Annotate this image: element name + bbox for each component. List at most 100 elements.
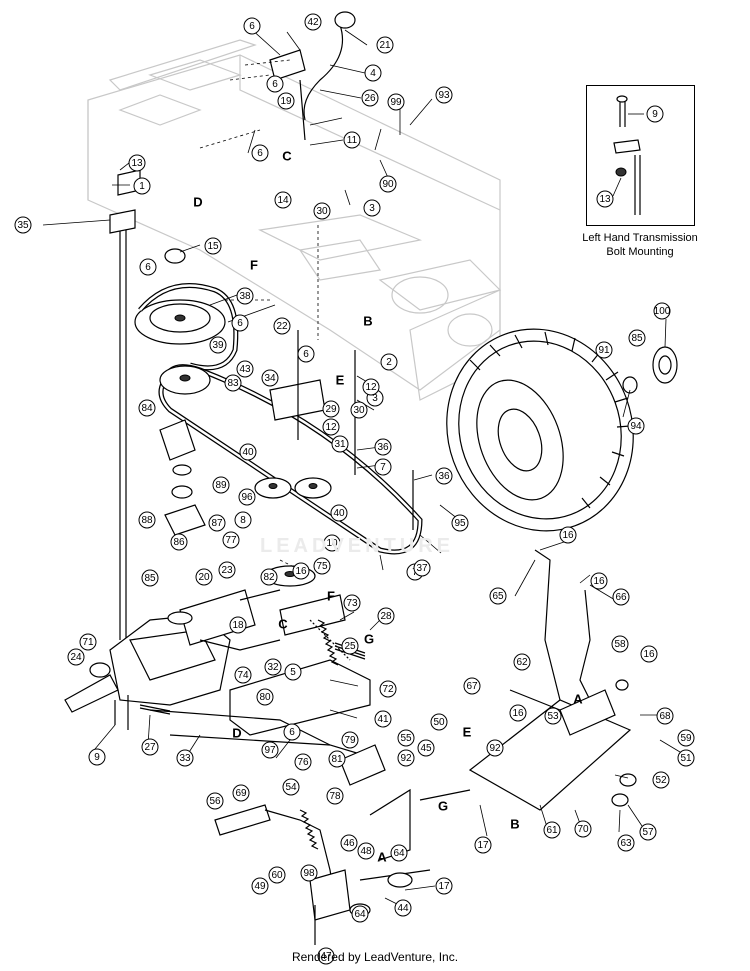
part-callout-23-label: 23 (221, 565, 233, 576)
part-callout-12: 12 (322, 418, 340, 436)
part-callout-65-label: 65 (492, 591, 504, 602)
brake-linkage (468, 549, 637, 811)
pedal-assembly (214, 744, 471, 945)
part-callout-24: 24 (67, 648, 85, 666)
part-callout-34: 34 (261, 369, 279, 387)
part-callout-54-label: 54 (285, 782, 297, 793)
part-callout-66-label: 66 (615, 592, 627, 603)
linkage-plates (149, 594, 381, 761)
part-callout-46: 46 (340, 834, 358, 852)
part-callout-79-label: 79 (344, 735, 356, 746)
part-callout-63: 63 (617, 834, 635, 852)
part-callout-6-label: 6 (289, 727, 295, 738)
part-callout-30-label: 30 (353, 405, 365, 416)
part-callout-61-label: 61 (546, 825, 558, 836)
part-callout-39: 39 (209, 336, 227, 354)
part-callout-1: 1 (133, 177, 151, 195)
part-callout-12-label: 12 (365, 382, 377, 393)
part-callout-77-label: 77 (225, 535, 237, 546)
part-callout-81-label: 81 (331, 754, 343, 765)
part-callout-45-label: 45 (420, 743, 432, 754)
part-callout-17: 17 (435, 877, 453, 895)
part-callout-98-label: 98 (303, 868, 315, 879)
part-callout-29: 29 (322, 400, 340, 418)
part-callout-74-label: 74 (237, 670, 249, 681)
part-callout-47: 47 (317, 947, 335, 965)
part-callout-50-label: 50 (433, 717, 445, 728)
part-callout-51: 51 (677, 749, 695, 767)
part-callout-36: 36 (435, 467, 453, 485)
part-callout-36-label: 36 (377, 442, 389, 453)
part-callout-85: 85 (628, 329, 646, 347)
part-callout-59-label: 59 (680, 733, 692, 744)
part-callout-57: 57 (639, 823, 657, 841)
part-callout-72: 72 (379, 680, 397, 698)
part-callout-1-label: 1 (139, 181, 145, 192)
part-callout-90-label: 90 (382, 179, 394, 190)
part-callout-64: 64 (390, 844, 408, 862)
part-callout-16-label: 16 (593, 576, 605, 587)
part-callout-92: 92 (486, 739, 504, 757)
part-callout-16-label: 16 (643, 649, 655, 660)
part-callout-3-label: 3 (369, 203, 375, 214)
part-callout-6: 6 (297, 345, 315, 363)
part-callout-14-label: 14 (277, 195, 289, 206)
part-callout-92: 92 (397, 749, 415, 767)
part-callout-95: 95 (451, 514, 469, 532)
part-callout-10: 10 (323, 534, 341, 552)
part-callout-5-label: 5 (290, 667, 296, 678)
part-callout-99-label: 99 (390, 97, 402, 108)
part-callout-19: 19 (277, 92, 295, 110)
part-callout-88: 88 (138, 511, 156, 529)
part-callout-86-label: 86 (173, 537, 185, 548)
inset-callout-9-label: 9 (652, 109, 658, 120)
transaxle (64, 565, 316, 730)
part-callout-85-label: 85 (631, 333, 643, 344)
part-callout-33-label: 33 (179, 753, 191, 764)
part-callout-67: 67 (463, 677, 481, 695)
part-callout-13: 13 (128, 154, 146, 172)
reference-letter-d: D (193, 195, 202, 210)
part-callout-93-label: 93 (438, 90, 450, 101)
part-callout-6: 6 (139, 258, 157, 276)
part-callout-20: 20 (195, 568, 213, 586)
inset-drawing (612, 95, 644, 215)
part-callout-23: 23 (218, 561, 236, 579)
part-callout-100-label: 100 (654, 306, 671, 317)
part-callout-34-label: 34 (264, 373, 276, 384)
part-callout-83: 83 (224, 374, 242, 392)
part-callout-96: 96 (238, 488, 256, 506)
part-callout-62-label: 62 (516, 657, 528, 668)
part-callout-98: 98 (300, 864, 318, 882)
part-callout-6-label: 6 (303, 349, 309, 360)
part-callout-71: 71 (79, 633, 97, 651)
part-callout-6-label: 6 (237, 318, 243, 329)
part-callout-6: 6 (231, 314, 249, 332)
part-callout-62: 62 (513, 653, 531, 671)
part-callout-22: 22 (273, 317, 291, 335)
reference-letter-a: A (573, 692, 583, 707)
part-callout-9-label: 9 (94, 752, 100, 763)
part-callout-84: 84 (138, 399, 156, 417)
reference-letter-b: B (363, 314, 372, 329)
inset-box (586, 85, 695, 226)
part-callout-64-label: 64 (354, 909, 366, 920)
part-callout-2: 2 (380, 353, 398, 371)
watermark-text: LEADVENTURE (260, 535, 455, 557)
part-callout-4: 4 (364, 64, 382, 82)
part-callout-60-label: 60 (271, 870, 283, 881)
part-callout-25-label: 25 (344, 641, 356, 652)
drive-belt (158, 364, 423, 555)
part-callout-38: 38 (236, 287, 254, 305)
part-callout-14: 14 (274, 191, 292, 209)
part-callout-7: 7 (374, 458, 392, 476)
part-callout-30: 30 (350, 401, 368, 419)
part-callout-83-label: 83 (227, 378, 239, 389)
reference-letter-c: C (278, 617, 288, 632)
idler-brackets (159, 330, 414, 536)
part-callout-30-label: 30 (316, 206, 328, 217)
part-callout-16: 16 (559, 526, 577, 544)
inset-caption-line2: Bolt Mounting (606, 246, 674, 258)
rear-tire (446, 328, 634, 532)
